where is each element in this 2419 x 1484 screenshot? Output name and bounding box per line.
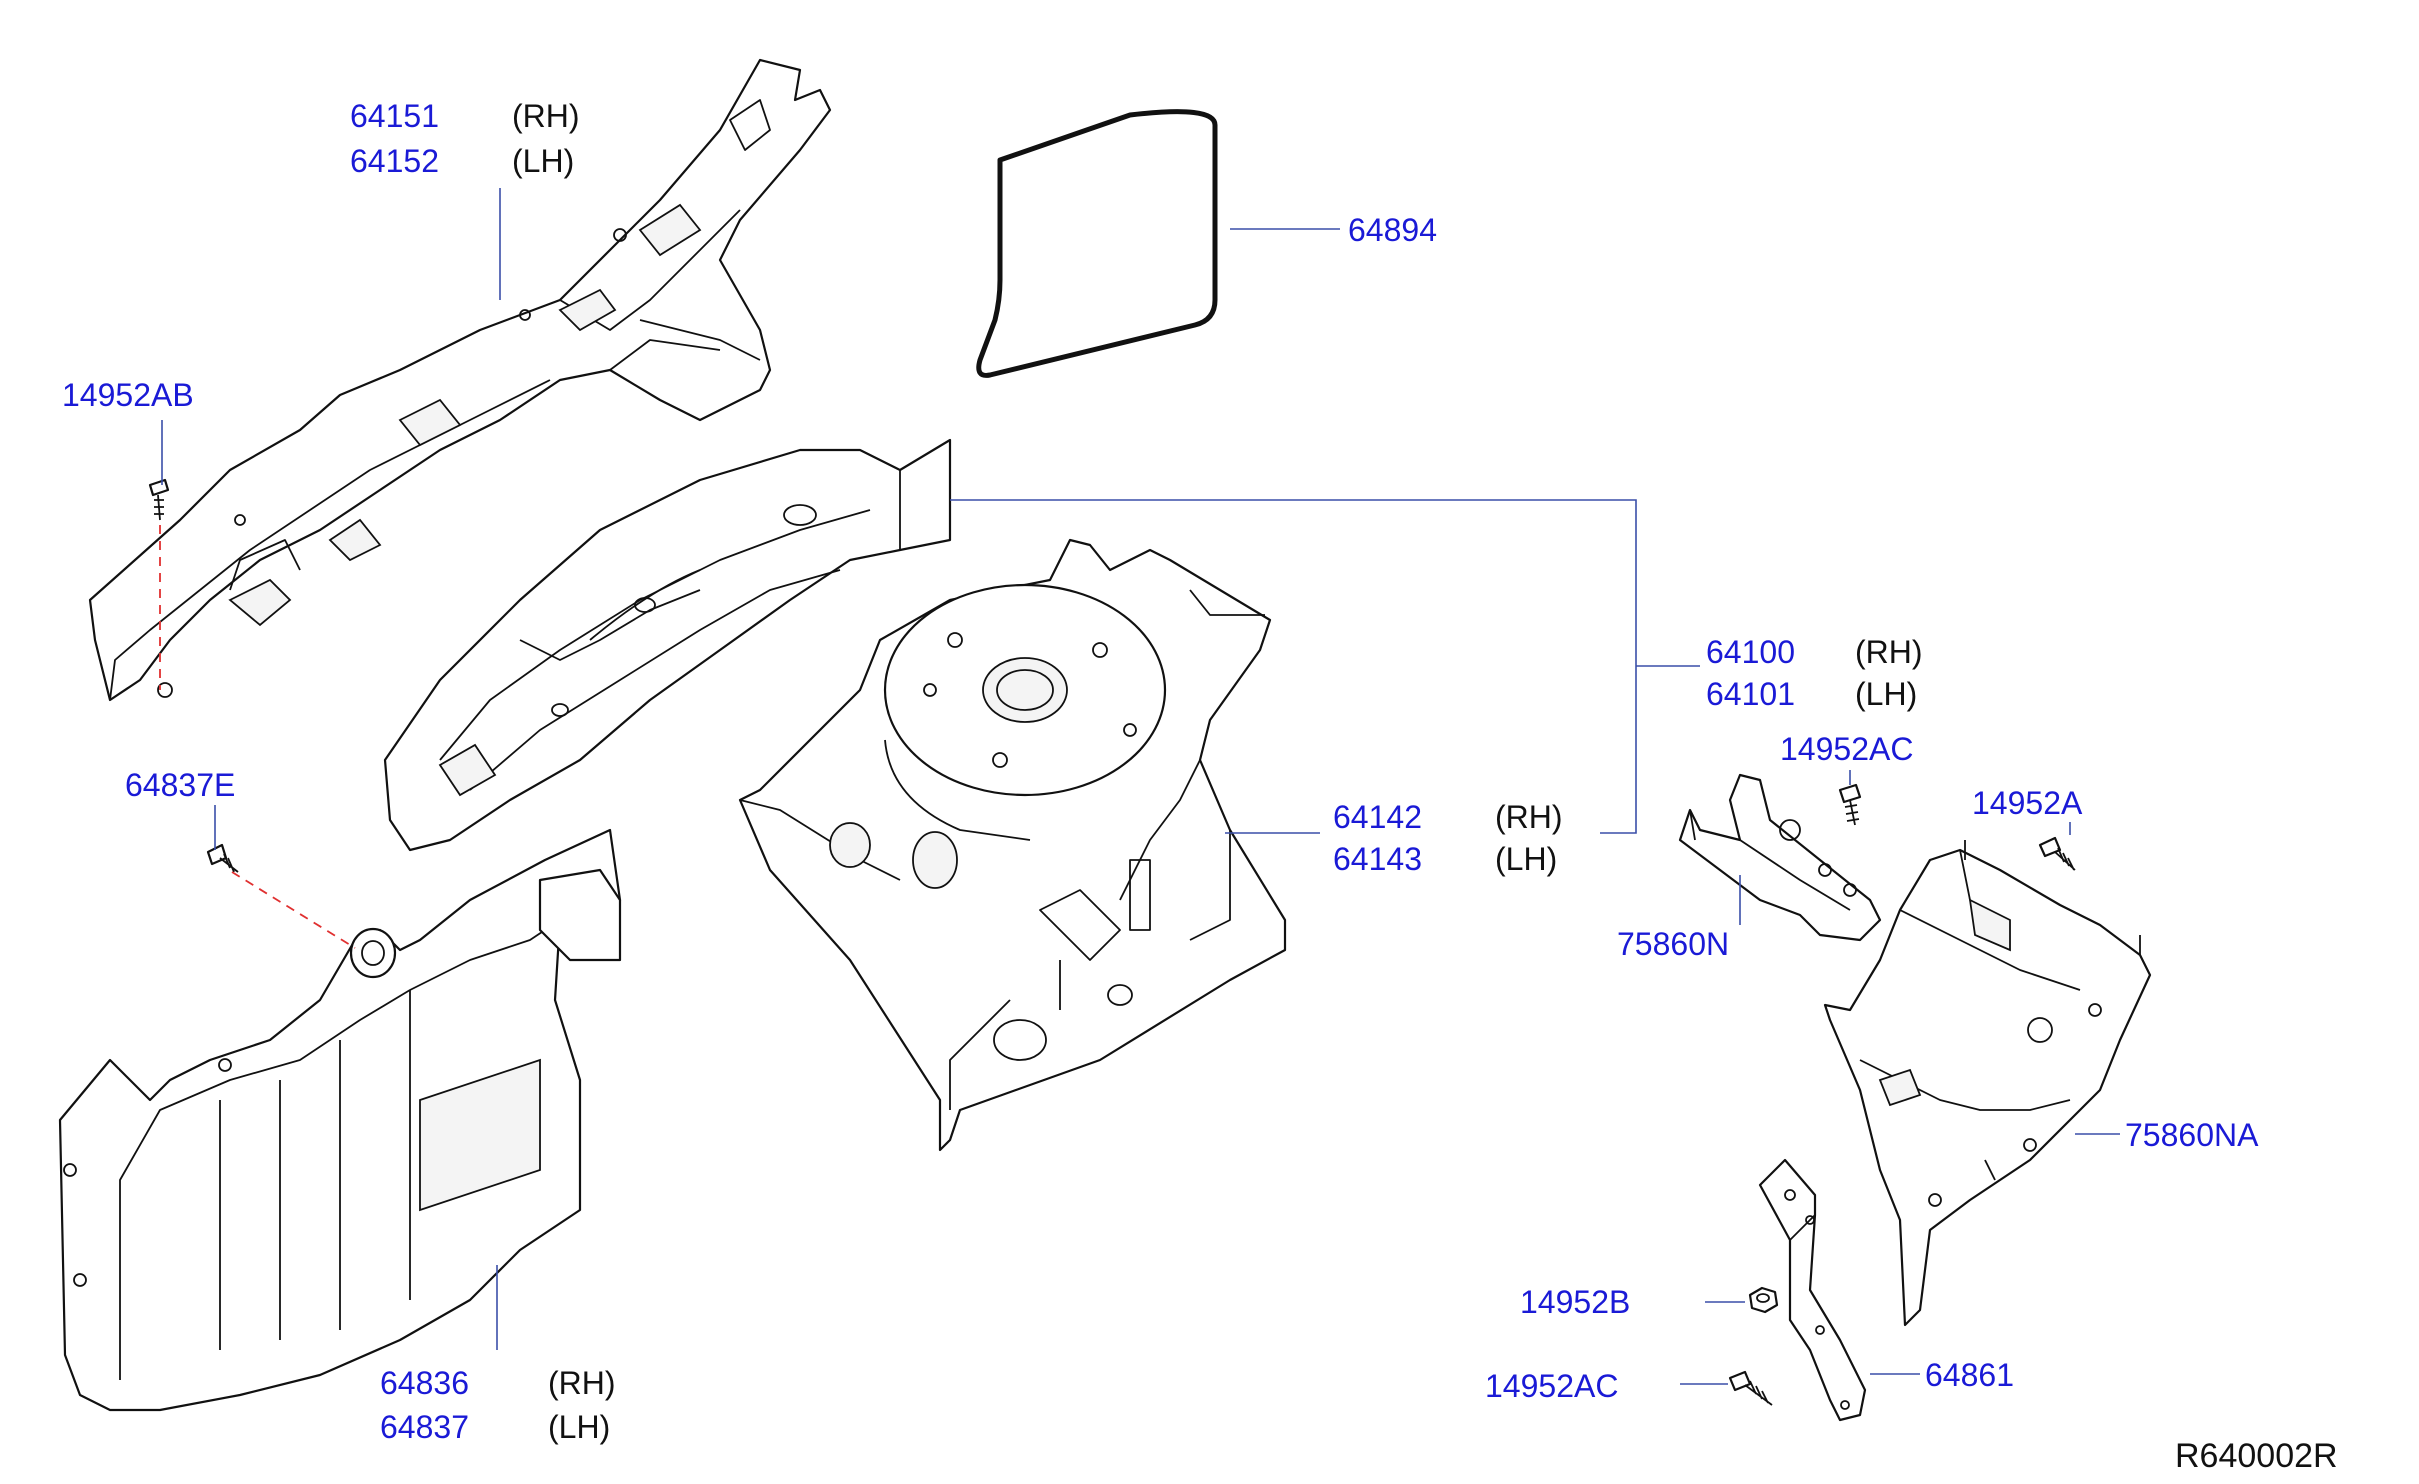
bolt-14952ab-icon xyxy=(148,478,170,521)
part-number-64142: 64142 xyxy=(1333,799,1422,835)
callout-apron-assy: 64100 (RH) 64101 (LH) xyxy=(1706,634,1923,712)
front-side-member-part xyxy=(383,438,952,852)
side-label-rh: (RH) xyxy=(512,98,580,134)
side-label-rh: (RH) xyxy=(548,1365,616,1401)
part-number-64837: 64837 xyxy=(380,1409,469,1445)
side-label-rh: (RH) xyxy=(1495,799,1563,835)
strut-housing-part xyxy=(738,538,1287,1152)
part-number-64894: 64894 xyxy=(1348,212,1437,248)
callout-housing: 64142 (RH) 64143 (LH) xyxy=(1333,799,1563,877)
bolt-14952ac-bottom-icon xyxy=(1728,1370,1773,1406)
side-label-lh: (LH) xyxy=(1855,676,1917,712)
part-number-64151: 64151 xyxy=(350,98,439,134)
seal-part xyxy=(976,109,1218,378)
diagram-reference-code: R640002R xyxy=(2175,1437,2338,1475)
part-number-14952ac-top: 14952AC xyxy=(1780,731,1913,767)
bolt-14952ac-top-icon xyxy=(1838,783,1862,826)
side-label-lh: (LH) xyxy=(548,1409,610,1445)
part-number-64836: 64836 xyxy=(380,1365,469,1401)
part-number-64837e: 64837E xyxy=(125,767,235,803)
side-label-rh: (RH) xyxy=(1855,634,1923,670)
part-number-75860na: 75860NA xyxy=(2125,1117,2259,1153)
clip-64837e-icon xyxy=(206,843,239,873)
stay-part xyxy=(1758,1158,1867,1422)
part-number-75860n: 75860N xyxy=(1617,926,1729,962)
part-number-64143: 64143 xyxy=(1333,841,1422,877)
part-number-64861: 64861 xyxy=(1925,1357,2014,1393)
side-label-lh: (LH) xyxy=(1495,841,1557,877)
nut-14952b-icon xyxy=(1748,1286,1779,1314)
leader-lines xyxy=(159,188,2120,1385)
part-number-64100: 64100 xyxy=(1706,634,1795,670)
part-number-64152: 64152 xyxy=(350,143,439,179)
bracket-assy-part xyxy=(1823,840,2152,1327)
part-number-14952ac-bottom: 14952AC xyxy=(1485,1368,1618,1404)
part-number-64101: 64101 xyxy=(1706,676,1795,712)
apron-upper-member-part xyxy=(88,58,832,702)
callout-apron-upper: 64151 (RH) 64152 (LH) xyxy=(350,98,580,179)
bolt-14952a-icon xyxy=(2038,836,2076,871)
side-label-lh: (LH) xyxy=(512,143,574,179)
bracket-part xyxy=(1678,773,1882,942)
part-number-14952a: 14952A xyxy=(1972,785,2083,821)
part-number-14952ab: 14952AB xyxy=(62,377,194,413)
splash-shield-part xyxy=(58,828,622,1412)
callout-splash-shield: 64836 (RH) 64837 (LH) xyxy=(380,1365,616,1445)
part-number-14952b: 14952B xyxy=(1520,1284,1630,1320)
